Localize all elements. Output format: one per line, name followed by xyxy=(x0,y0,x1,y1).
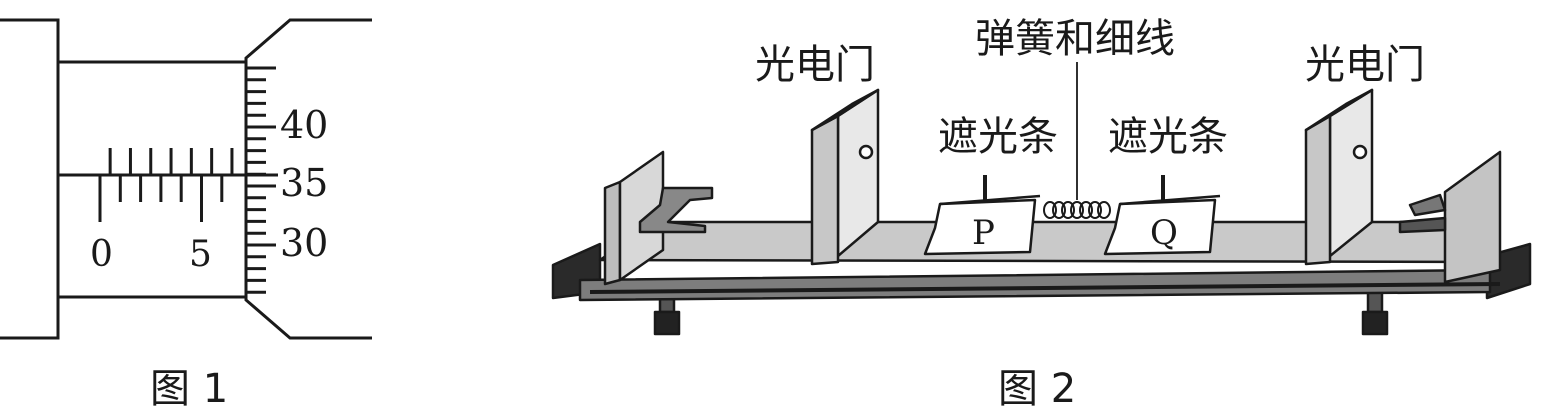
main-scale-number-5: 5 xyxy=(189,234,212,275)
right-photogate-front xyxy=(1304,114,1332,266)
figure-1-micrometer xyxy=(0,18,372,340)
figure-2-caption: 图 2 xyxy=(998,366,1076,412)
spring-coil xyxy=(1079,201,1093,219)
figure-1-caption: 图 1 xyxy=(150,366,228,412)
right-bracket-top xyxy=(1408,193,1447,217)
spring-coil xyxy=(1097,201,1111,219)
left-end-wall-front xyxy=(603,180,622,286)
thimble-outline xyxy=(244,18,372,340)
thimble-number-40: 40 xyxy=(280,103,328,147)
left-photogate-front xyxy=(810,114,840,266)
spring-coil xyxy=(1061,201,1075,219)
spring-coil xyxy=(1043,201,1057,219)
spring xyxy=(1043,201,1111,219)
left-end-wall xyxy=(618,150,665,282)
label-shading-strip-left: 遮光条 xyxy=(938,114,1058,160)
spring-coil xyxy=(1070,201,1084,219)
label-spring-and-thread: 弹簧和细线 xyxy=(975,16,1175,62)
label-block-p: P xyxy=(972,213,995,253)
thimble-number-30: 30 xyxy=(280,221,328,265)
label-shading-strip-right: 遮光条 xyxy=(1108,114,1228,160)
block-q-top xyxy=(1119,194,1221,206)
right-foot-base xyxy=(1361,310,1389,336)
figure-2-air-track xyxy=(551,62,1532,336)
thimble-scale-ticks xyxy=(246,66,276,294)
right-end-wall xyxy=(1443,150,1502,284)
left-photogate-top xyxy=(810,88,880,132)
label-block-q: Q xyxy=(1150,213,1178,253)
label-photogate-right: 光电门 xyxy=(1305,42,1425,88)
main-scale-ticks xyxy=(98,148,234,222)
left-foot-base xyxy=(653,310,681,336)
thimble-number-35: 35 xyxy=(280,161,328,205)
right-photogate-top xyxy=(1304,88,1374,132)
micrometer-frame xyxy=(0,18,60,340)
label-photogate-left: 光电门 xyxy=(755,42,875,88)
track-lower-rail xyxy=(589,282,1501,294)
spring-coil xyxy=(1088,201,1102,219)
left-bracket xyxy=(638,186,714,234)
block-p-top xyxy=(939,194,1041,206)
spring-coil xyxy=(1052,201,1066,219)
block-p xyxy=(923,198,1037,256)
right-photogate-sensor xyxy=(1352,144,1368,160)
left-photogate-sensor xyxy=(858,144,874,160)
right-bracket xyxy=(1398,216,1447,234)
main-scale-number-0: 0 xyxy=(90,234,113,275)
track-front-rail xyxy=(578,268,1492,302)
block-q xyxy=(1103,198,1217,256)
